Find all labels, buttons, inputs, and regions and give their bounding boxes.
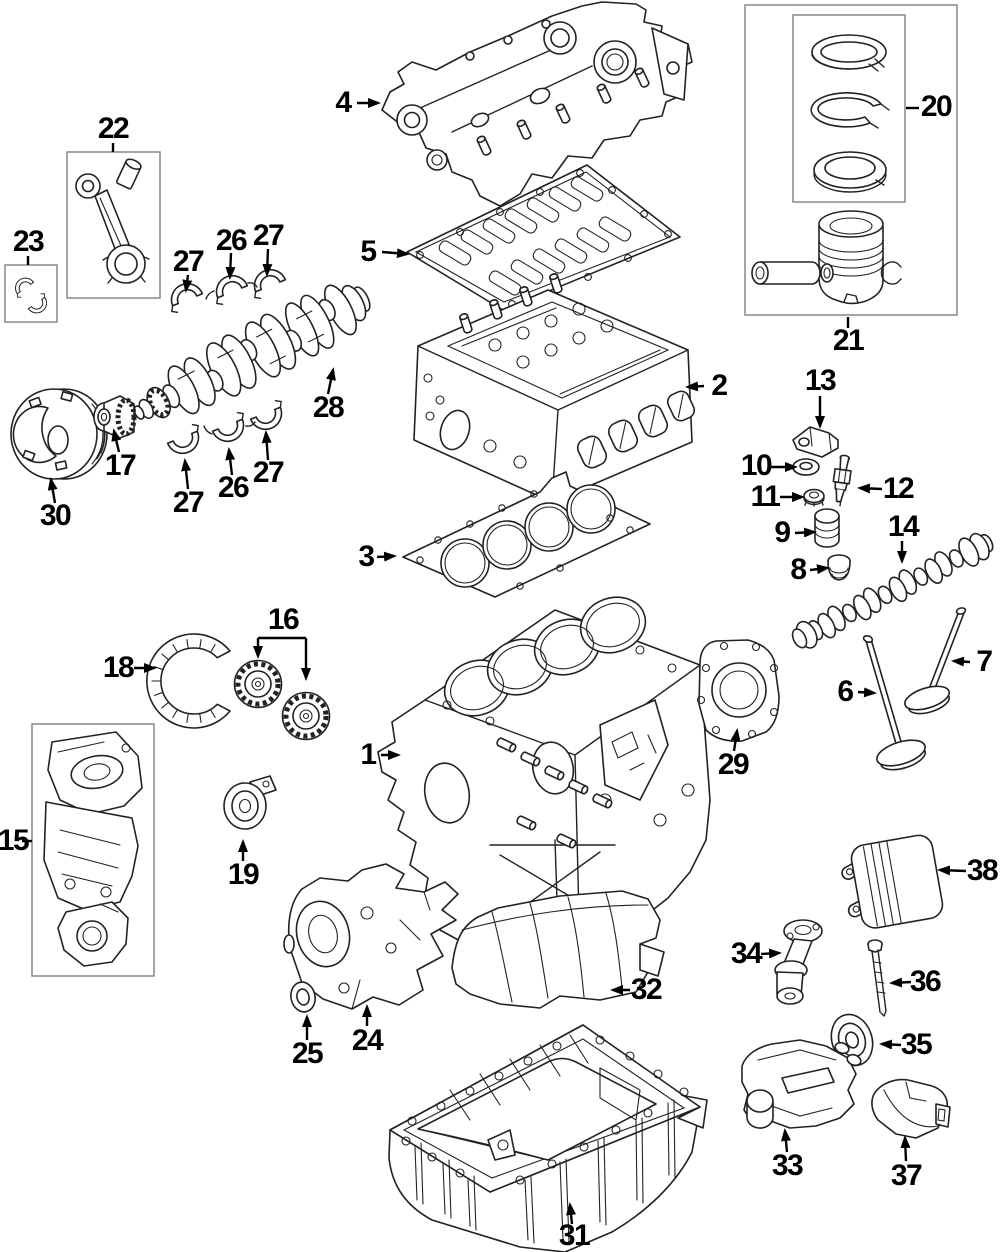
part-cover-37 (871, 1078, 951, 1139)
part-oil-pump (283, 863, 459, 1010)
part-cylinder-head (413, 272, 696, 503)
box-part-15 (31, 723, 155, 977)
part-valve-cover (381, 1, 693, 207)
part-bearing-shells (163, 264, 290, 459)
callout-38: 38 (966, 854, 999, 887)
callout-27-a: 27 (172, 245, 205, 278)
callout-17: 17 (104, 449, 137, 482)
callout-27-b: 27 (252, 219, 285, 252)
part-camshaft (791, 532, 994, 649)
part-piston-pin (751, 261, 821, 285)
callout-23: 23 (12, 225, 45, 258)
part-baffle-tray (451, 890, 665, 1009)
callout-21: 21 (832, 324, 865, 357)
callout-24: 24 (351, 1024, 384, 1057)
part-oil-pan (388, 1024, 708, 1252)
part-timing-belt (146, 633, 231, 729)
part-camshaft-sensor (792, 426, 839, 458)
callout-34: 34 (730, 937, 763, 970)
callout-28: 28 (312, 391, 345, 424)
callout-6: 6 (837, 675, 854, 708)
callout-19: 19 (227, 858, 260, 891)
part-cam-gears (233, 659, 331, 741)
box-part-23 (4, 264, 58, 323)
part-engine-block (377, 596, 711, 963)
part-seal-25 (290, 981, 316, 1013)
part-grommet-nut (803, 488, 825, 507)
callout-7: 7 (976, 645, 993, 678)
part-oil-cooler (841, 834, 944, 929)
callout-5: 5 (360, 235, 377, 268)
part-piston (818, 210, 884, 305)
callout-20: 20 (920, 90, 953, 123)
part-valve-7 (904, 607, 967, 715)
part-crank-pulley (10, 388, 108, 480)
callout-29: 29 (717, 748, 750, 781)
callout-27-c: 27 (172, 486, 205, 519)
part-seal-washer (792, 458, 820, 476)
part-end-cap (827, 554, 851, 581)
box-part-20 (792, 14, 906, 203)
callout-2: 2 (711, 369, 728, 402)
callout-32: 32 (630, 973, 663, 1006)
callout-22: 22 (97, 112, 130, 145)
callout-27-d: 27 (252, 456, 285, 489)
callout-8: 8 (790, 553, 807, 586)
callout-16: 16 (267, 603, 300, 636)
part-spark-plug (832, 454, 852, 507)
callout-35: 35 (900, 1028, 933, 1061)
callout-25: 25 (291, 1037, 324, 1070)
part-valve-6 (862, 634, 926, 771)
part-crank-timing-gear (93, 395, 137, 439)
callout-15: 15 (0, 824, 30, 857)
part-rod-bearings (9, 273, 53, 318)
callout-26-a: 26 (215, 224, 248, 257)
callout-36: 36 (909, 965, 942, 998)
callout-31: 31 (558, 1219, 591, 1252)
callout-37: 37 (890, 1159, 923, 1192)
callout-33: 33 (771, 1149, 804, 1182)
callout-9: 9 (774, 516, 791, 549)
callout-10: 10 (740, 449, 773, 482)
part-crankshaft (133, 284, 371, 420)
part-bracket-33 (741, 1039, 862, 1129)
callout-4: 4 (335, 86, 352, 119)
part-timing-covers (43, 731, 143, 967)
leader-arrows (22, 98, 971, 1225)
callout-3: 3 (358, 540, 375, 573)
part-connecting-rod (75, 158, 150, 284)
part-oil-filter-adapter (774, 919, 823, 1005)
part-head-gasket (402, 471, 651, 598)
part-piston-rings (810, 34, 890, 193)
callout-30: 30 (39, 499, 72, 532)
callout-11: 11 (750, 480, 781, 513)
part-pin-circlip (880, 261, 902, 285)
callout-1: 1 (360, 738, 377, 771)
box-part-21 (744, 4, 958, 316)
part-rear-main-seal-plate (696, 639, 780, 742)
group-boxes (4, 4, 958, 977)
callout-13: 13 (804, 364, 837, 397)
part-tensioner (223, 775, 277, 830)
part-valve-cover-gasket (406, 164, 681, 311)
part-valve-lifter (814, 508, 840, 548)
callout-14: 14 (887, 510, 920, 543)
callout-12: 12 (882, 472, 915, 505)
callout-18: 18 (102, 651, 135, 684)
callout-26-b: 26 (217, 471, 250, 504)
part-dipstick-bolt (867, 939, 887, 1017)
